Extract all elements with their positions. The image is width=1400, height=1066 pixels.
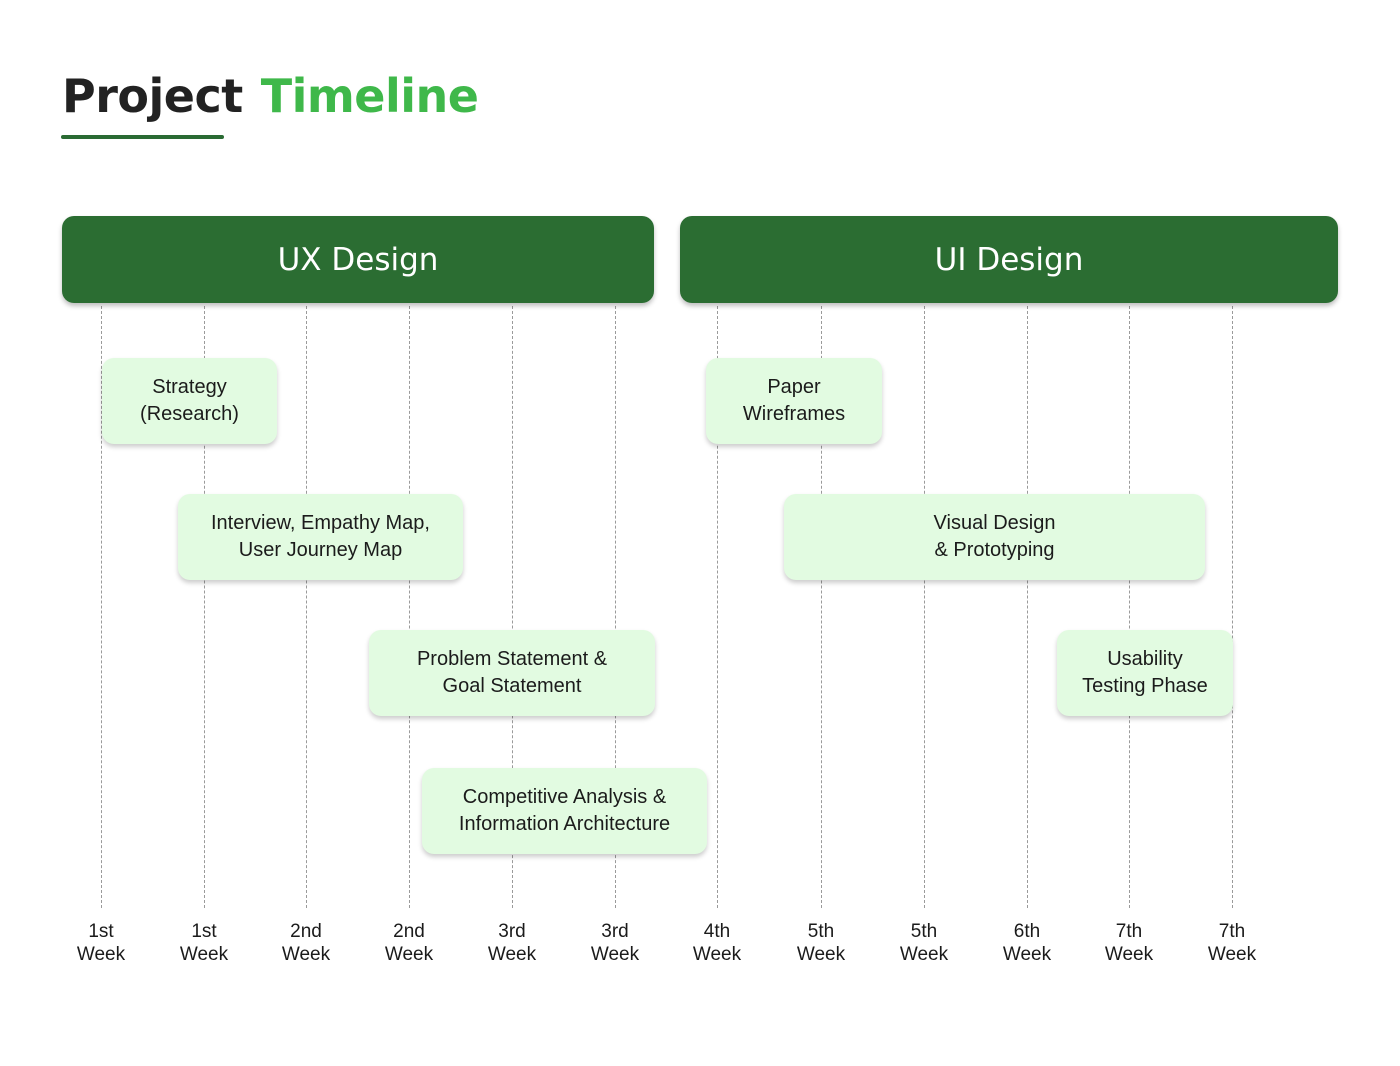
task-paper-wireframes: Paper Wireframes bbox=[706, 358, 882, 444]
task-interview-empathy-map: Interview, Empathy Map, User Journey Map bbox=[178, 494, 463, 580]
week-unit: Week bbox=[487, 944, 537, 965]
week-gridline bbox=[512, 306, 513, 908]
week-gridline bbox=[821, 306, 822, 908]
week-number: 1st bbox=[191, 921, 217, 942]
task-competitive-analysis: Competitive Analysis & Information Archi… bbox=[422, 768, 707, 854]
title-word-timeline: Timeline bbox=[260, 69, 479, 123]
task-strategy-research: Strategy (Research) bbox=[102, 358, 277, 444]
phase-ux-design: UX Design bbox=[62, 216, 654, 303]
task-line: Information Architecture bbox=[458, 813, 671, 835]
week-number: 3rd bbox=[601, 921, 629, 942]
task-problem-goal-statement: Problem Statement & Goal Statement bbox=[369, 630, 655, 716]
task-line: & Prototyping bbox=[934, 539, 1055, 561]
task-line: Interview, Empathy Map, bbox=[211, 512, 430, 534]
title-word-project: Project bbox=[62, 69, 243, 123]
week-unit: Week bbox=[1002, 944, 1052, 965]
task-line: User Journey Map bbox=[238, 539, 403, 561]
task-usability-testing: Usability Testing Phase bbox=[1057, 630, 1233, 716]
task-line: Goal Statement bbox=[442, 675, 582, 697]
week-gridline bbox=[615, 306, 616, 908]
task-line: Visual Design bbox=[933, 512, 1056, 534]
title-underline bbox=[61, 135, 224, 139]
week-number: 1st bbox=[88, 921, 114, 942]
week-number: 4th bbox=[703, 921, 731, 942]
week-number: 2nd bbox=[290, 921, 322, 942]
task-line: Competitive Analysis & bbox=[462, 786, 667, 808]
week-unit: Week bbox=[76, 944, 126, 965]
week-number: 5th bbox=[910, 921, 938, 942]
week-unit: Week bbox=[179, 944, 229, 965]
week-unit: Week bbox=[590, 944, 640, 965]
task-line: Usability bbox=[1107, 648, 1183, 670]
task-line: Wireframes bbox=[742, 403, 846, 425]
task-line: Testing Phase bbox=[1082, 675, 1208, 697]
week-unit: Week bbox=[1104, 944, 1154, 965]
week-number: 6th bbox=[1013, 921, 1041, 942]
week-unit: Week bbox=[692, 944, 742, 965]
week-number: 2nd bbox=[393, 921, 425, 942]
task-line: Problem Statement & bbox=[416, 648, 608, 670]
week-gridline bbox=[924, 306, 925, 908]
week-number: 7th bbox=[1115, 921, 1143, 942]
week-gridline bbox=[717, 306, 718, 908]
task-line: Strategy bbox=[152, 376, 227, 398]
task-line: Paper bbox=[767, 376, 821, 398]
week-gridline bbox=[1232, 306, 1233, 908]
week-gridline bbox=[1129, 306, 1130, 908]
week-number: 7th bbox=[1218, 921, 1246, 942]
week-gridline bbox=[204, 306, 205, 908]
week-unit: Week bbox=[384, 944, 434, 965]
week-number: 3rd bbox=[498, 921, 526, 942]
week-gridline bbox=[409, 306, 410, 908]
week-unit: Week bbox=[281, 944, 331, 965]
page-title: Project Timeline bbox=[62, 68, 479, 124]
week-unit: Week bbox=[1207, 944, 1257, 965]
week-unit: Week bbox=[796, 944, 846, 965]
task-line: (Research) bbox=[140, 403, 239, 425]
week-gridline bbox=[1027, 306, 1028, 908]
week-number: 5th bbox=[807, 921, 835, 942]
week-gridline bbox=[101, 306, 102, 908]
week-gridline bbox=[306, 306, 307, 908]
task-visual-design-prototyping: Visual Design & Prototyping bbox=[784, 494, 1205, 580]
week-unit: Week bbox=[899, 944, 949, 965]
phase-ui-design: UI Design bbox=[680, 216, 1338, 303]
